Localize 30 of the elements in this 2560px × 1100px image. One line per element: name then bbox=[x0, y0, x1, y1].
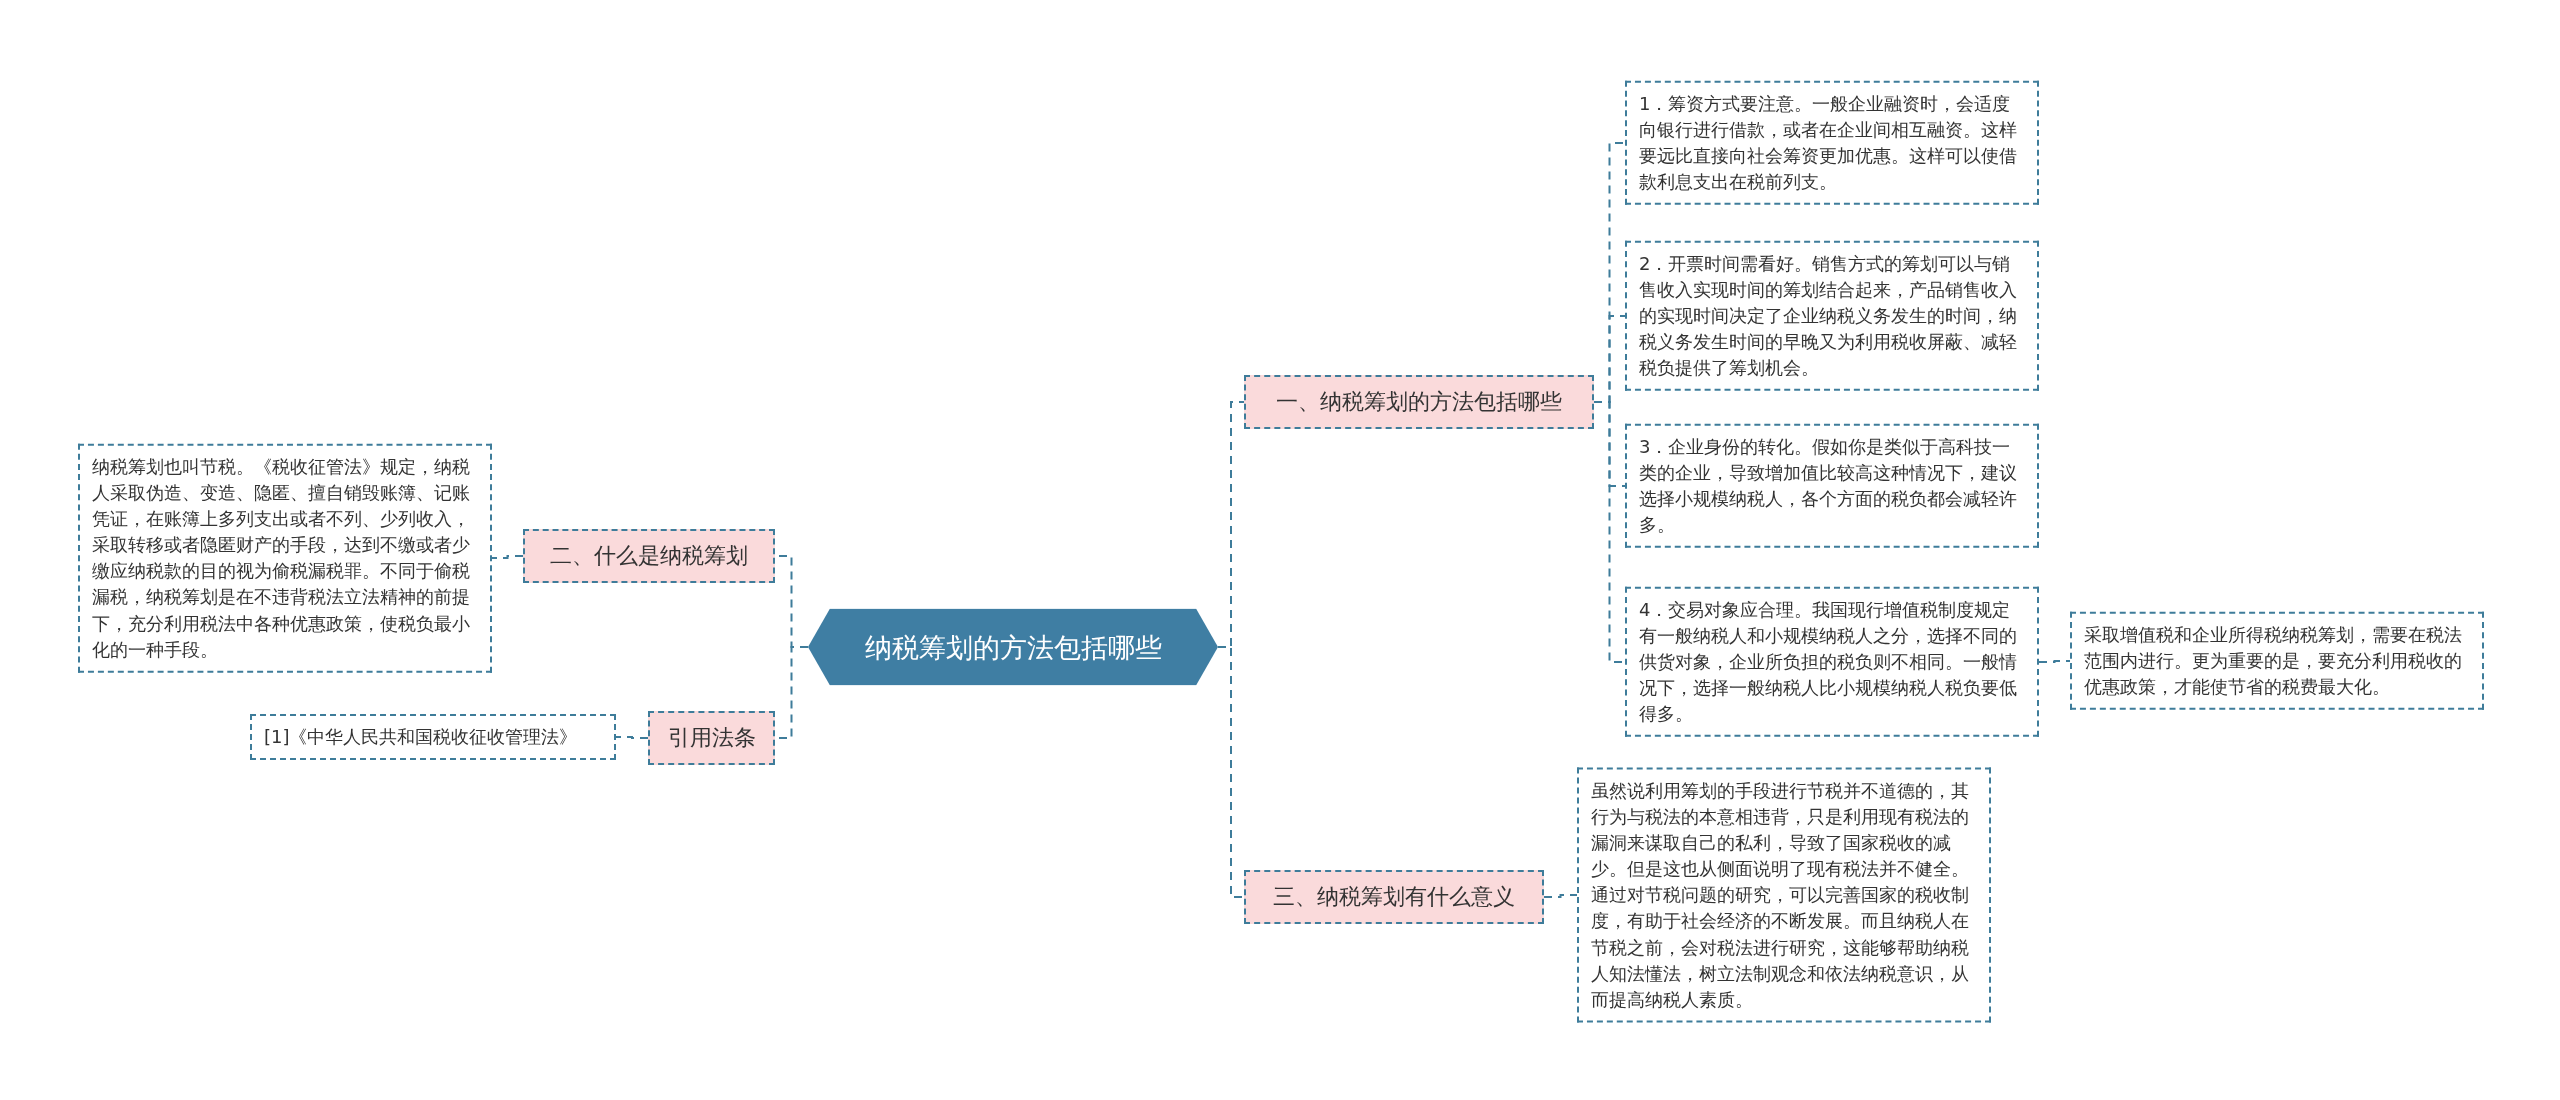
topic-text: 一、纳税筹划的方法包括哪些 bbox=[1276, 388, 1562, 416]
note-text: 纳税筹划也叫节税。《税收征管法》规定，纳税人采取伪造、变造、隐匿、擅自销毁账簿、记账凭证，在账簿上多列支出或者不列、少列收入，采取转移或者隐匿财产的手段，达到不缴或者少缴应纳税款的目的视为偷税漏税罪。不同于偷税漏税，纳税筹划是在不违背税法立法精神的前提下，充分利用税法中各种优惠政策，使税负最小化的一种手段。 bbox=[92, 454, 471, 662]
connector-line bbox=[2038, 660, 2071, 663]
note-box bbox=[1577, 767, 1991, 1023]
note-box bbox=[1625, 240, 2039, 392]
topic-box bbox=[1244, 375, 1594, 429]
note-box bbox=[2070, 611, 2484, 711]
note-text: 采取增值税和企业所得税纳税筹划，需要在税法范围内进行。更为重要的是，要充分利用税收的优惠政策，才能使节省的税费最大化。 bbox=[2084, 622, 2463, 700]
note-box bbox=[1625, 423, 2039, 549]
topic-text: 三、纳税筹划有什么意义 bbox=[1273, 883, 1515, 911]
topic-box bbox=[1244, 870, 1544, 924]
connector-line bbox=[1543, 894, 1578, 898]
note-text: 1．筹资方式要注意。一般企业融资时，会适度向银行进行借款，或者在企业间相互融资。这样要远比直接向社会筹资更加优惠。这样可以使借款利息支出在税前列支。 bbox=[1639, 91, 2018, 195]
note-text: 3．企业身份的转化。假如你是类似于高科技一类的企业，导致增加值比较高这种情况下，建议选择小规模纳税人，各个方面的税负都会减轻许多。 bbox=[1639, 434, 2018, 538]
note-box bbox=[1625, 586, 2039, 738]
topic-box bbox=[648, 711, 775, 765]
topic-box bbox=[523, 529, 775, 583]
note-box bbox=[78, 443, 492, 673]
note-text: [1]《中华人民共和国税收征收管理法》 bbox=[264, 724, 578, 749]
note-box bbox=[1625, 80, 2039, 206]
topic-text: 纳税筹划的方法包括哪些 bbox=[864, 630, 1162, 664]
note-text: 虽然说利用筹划的手段进行节税并不道德的，其行为与税法的本意相违背，只是利用现有税法的漏洞来谋取自己的私利，导致了国家税收的减少。但是这也从侧面说明了现有税法并不健全。通过对节税问题的研究，可以完善国家的税收制度，有助于社会经济的不断发展。而且纳税人在节税之前，会对税法进行研究，这能够帮助纳税人知法懂法，树立法制观念和依法纳税意识，从而提高纳税人素质。 bbox=[1591, 778, 1970, 1012]
topic-text: 引用法条 bbox=[667, 724, 756, 752]
connector-line bbox=[1217, 646, 1245, 898]
connector-line bbox=[491, 555, 524, 559]
note-text: 2．开票时间需看好。销售方式的筹划可以与销售收入实现时间的筹划结合起来，产品销售收入的实现时间决定了企业纳税义务发生的时间，纳税义务发生时间的早晚又为利用税收屏蔽、减轻税负提供了筹划机会。 bbox=[1639, 251, 2018, 381]
note-box bbox=[250, 713, 616, 761]
connector-line bbox=[615, 736, 649, 739]
note-text: 4．交易对象应合理。我国现行增值税制度规定有一般纳税人和小规模纳税人之分，选择不同的供货对象，企业所负担的税负则不相同。一般情况下，选择一般纳税人比小规模纳税人税负要低得多。 bbox=[1639, 597, 2018, 727]
topic-text: 二、什么是纳税筹划 bbox=[550, 542, 748, 570]
